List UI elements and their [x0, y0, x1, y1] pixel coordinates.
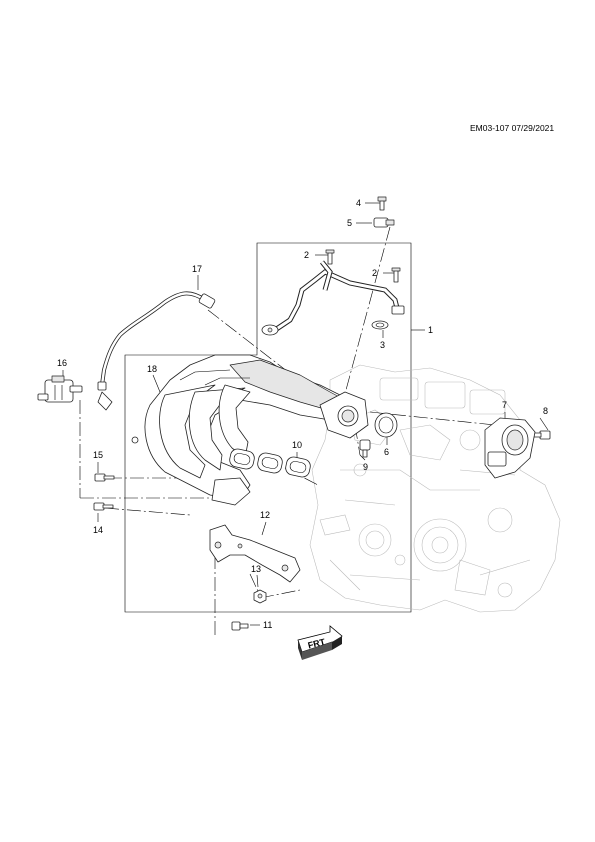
callout-11: 11: [263, 620, 272, 630]
callout-3: 3: [380, 340, 385, 350]
callout-1: 1: [428, 325, 433, 335]
callout-14: 14: [93, 525, 103, 535]
fasteners: [93, 196, 551, 631]
throttle-body-7: [484, 417, 536, 479]
engine-block-background: [309, 364, 561, 613]
callout-numbers: 1 2 2 3 4 5 6 7 8 9 10 11 12 13 14 15 16…: [57, 198, 548, 630]
callout-13: 13: [251, 564, 261, 574]
callout-16: 16: [57, 358, 67, 368]
callout-10: 10: [292, 440, 302, 450]
diagram-reference-code: EM03-107 07/29/2021: [470, 123, 555, 133]
callout-18: 18: [147, 364, 157, 374]
callout-8: 8: [543, 406, 548, 416]
manifold-bracket-12: [209, 524, 301, 583]
callout-4: 4: [356, 198, 361, 208]
callout-5: 5: [347, 218, 352, 228]
purge-solenoid-16: [37, 375, 83, 403]
assembly-outline: [124, 242, 425, 613]
intake-gasket-10: [229, 448, 311, 478]
callout-12: 12: [260, 510, 270, 520]
callout-6: 6: [384, 447, 389, 457]
callout-2b: 2: [372, 268, 377, 278]
callout-lines: [62, 202, 549, 626]
callout-9: 9: [363, 462, 368, 472]
pipe-assembly-1: [261, 260, 405, 336]
callout-15: 15: [93, 450, 103, 460]
vacuum-hose-17: [97, 291, 216, 411]
callout-2a: 2: [304, 250, 309, 260]
callout-17: 17: [192, 264, 202, 274]
intake-manifold-18: [131, 354, 369, 506]
callout-7: 7: [502, 400, 507, 410]
front-arrow-icon: FRT: [297, 625, 343, 660]
front-indicator-label: FRT: [307, 637, 327, 651]
